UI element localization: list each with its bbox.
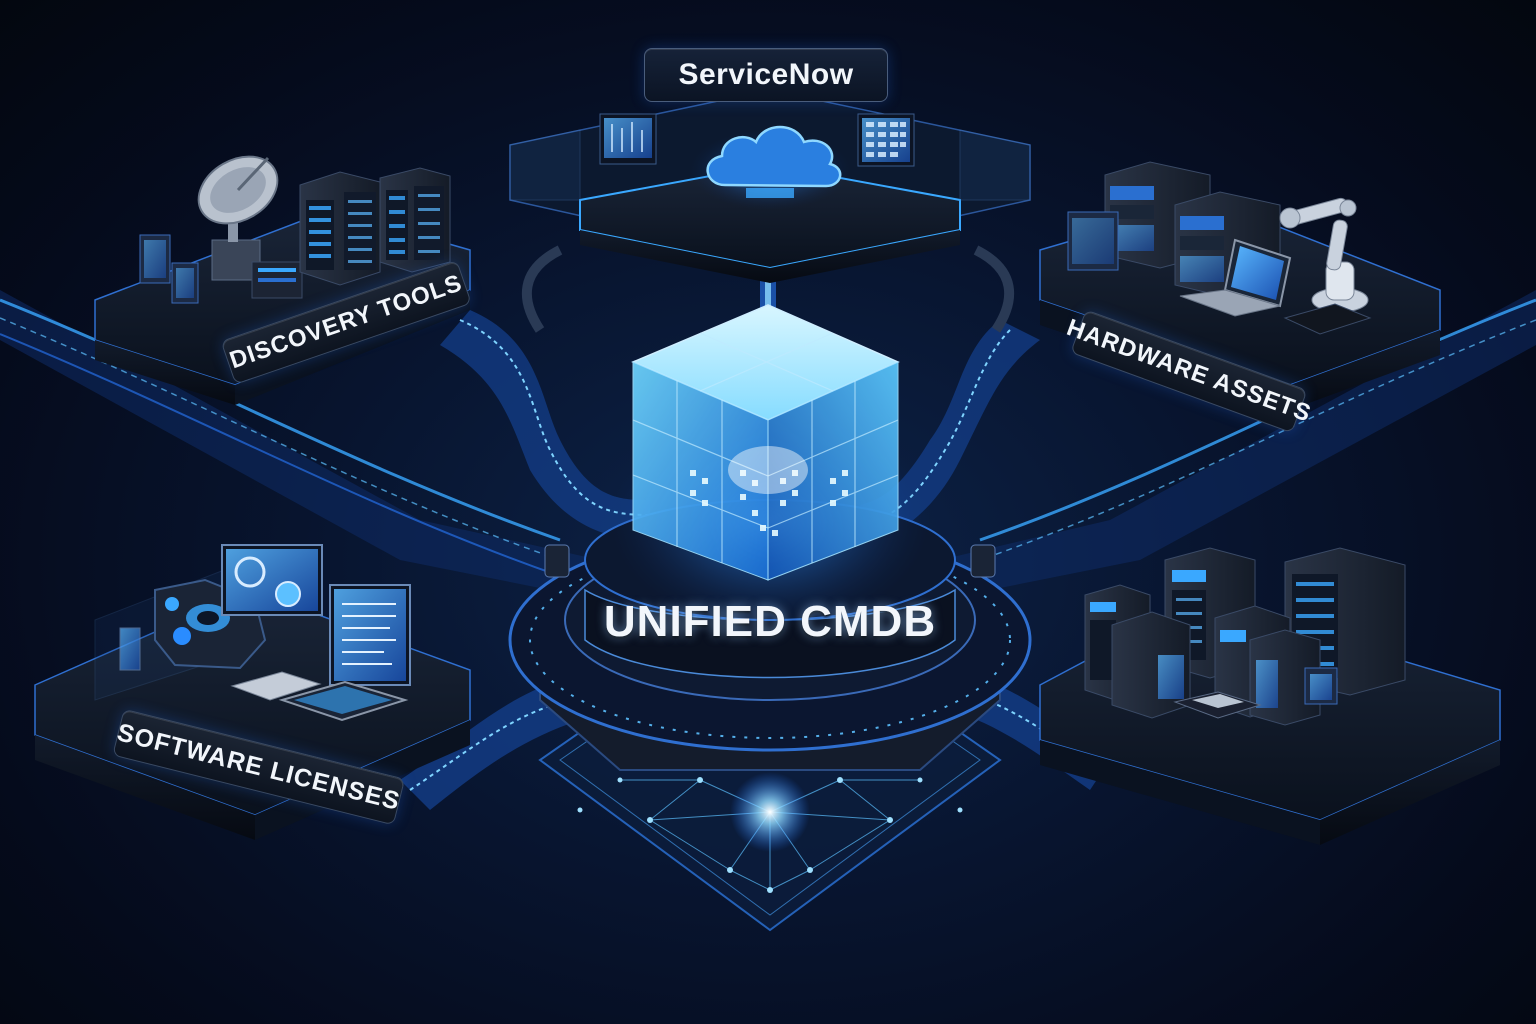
datacenter-station <box>1039 547 1501 845</box>
document-icon <box>230 671 322 701</box>
satellite-dish-icon <box>197 155 303 299</box>
servicenow-label: ServiceNow <box>644 48 888 102</box>
cloud-icon <box>690 125 850 210</box>
tablet-icon <box>278 680 409 722</box>
storage-unit-icon <box>139 234 199 304</box>
central-hub <box>508 304 1032 771</box>
discovery-tools-station <box>94 155 471 405</box>
software-licenses-station <box>34 544 471 840</box>
glowing-data-cube-icon <box>631 304 900 581</box>
dashboard-monitor-icon <box>599 113 657 165</box>
document-monitor-icon <box>329 584 411 686</box>
robotic-arm-icon <box>1279 197 1369 313</box>
laptop-icon <box>1179 238 1292 317</box>
storage-drive-icon <box>1173 691 1262 719</box>
keyboard-icon <box>1283 303 1372 335</box>
monitor-icon <box>221 544 323 616</box>
data-grid-monitor-icon <box>857 113 915 167</box>
hardware-assets-station <box>1039 161 1441 410</box>
server-cluster-icon <box>1084 547 1406 726</box>
server-rack-icon <box>1067 161 1281 299</box>
unified-cmdb-label: UNIFIED CMDB <box>603 597 937 646</box>
servicenow-station <box>509 89 1031 283</box>
server-rack-icon <box>299 167 451 286</box>
